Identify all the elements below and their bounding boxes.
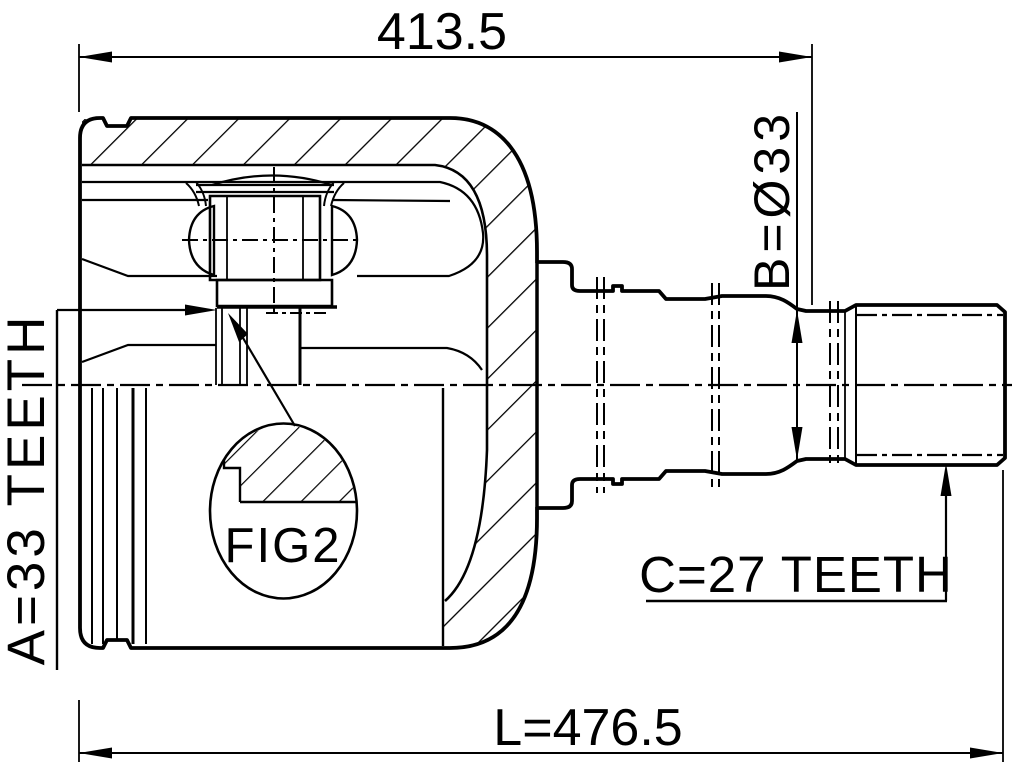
- bore-lines: [215, 308, 302, 385]
- housing-section: [78, 116, 1007, 650]
- track-line-right: [331, 198, 451, 203]
- spline-a-label: A=33 TEETH: [0, 313, 56, 666]
- bearing-assembly: [182, 167, 359, 314]
- fig2-leader-line: [232, 320, 296, 427]
- cavity-boundary: [82, 163, 489, 602]
- detail-fig2: FIG2: [208, 313, 359, 600]
- spline-c-label: C=27 TEETH: [639, 546, 953, 603]
- dim-diameter-label: B=Ø33: [744, 109, 800, 291]
- fig2-detail-circle: [208, 422, 359, 600]
- part-outline: [78, 116, 1007, 650]
- mouth-rim-verticals: [91, 388, 147, 644]
- fig2-label: FIG2: [225, 519, 342, 573]
- arrowhead-right: [779, 51, 812, 63]
- callout-spline-a: A=33 TEETH: [0, 304, 217, 670]
- outer-race-block-right: [330, 204, 359, 277]
- leader-arrowhead: [185, 304, 217, 316]
- ball-track-contour: [82, 180, 485, 278]
- fig2-groove-step: [222, 459, 242, 502]
- ball-dome-arc: [211, 174, 333, 187]
- dimension-length-476: L=476.5: [78, 470, 1004, 762]
- arrowhead-left: [79, 51, 112, 63]
- arrowhead-top: [791, 310, 803, 343]
- dim-width-label: 413.5: [377, 3, 507, 61]
- arrowhead-left: [79, 747, 112, 759]
- leader-arrowhead: [940, 463, 952, 496]
- funnel-upper: [81, 257, 217, 278]
- fig2-leader-arrowhead: [228, 313, 248, 342]
- dimension-diameter-b: B=Ø33: [744, 109, 803, 460]
- arrowhead-bottom: [791, 427, 803, 460]
- funnel-lower: [81, 343, 216, 364]
- callout-spline-c: C=27 TEETH: [639, 463, 953, 603]
- dimension-width-413: 413.5: [78, 3, 813, 305]
- housing-hatch: [82, 119, 536, 649]
- dim-length-label: L=476.5: [493, 699, 682, 757]
- circlip-ears: [185, 181, 345, 207]
- arrowhead-right: [970, 747, 1003, 759]
- fig2-hatch-section: [224, 425, 356, 502]
- funnel-right: [300, 346, 483, 371]
